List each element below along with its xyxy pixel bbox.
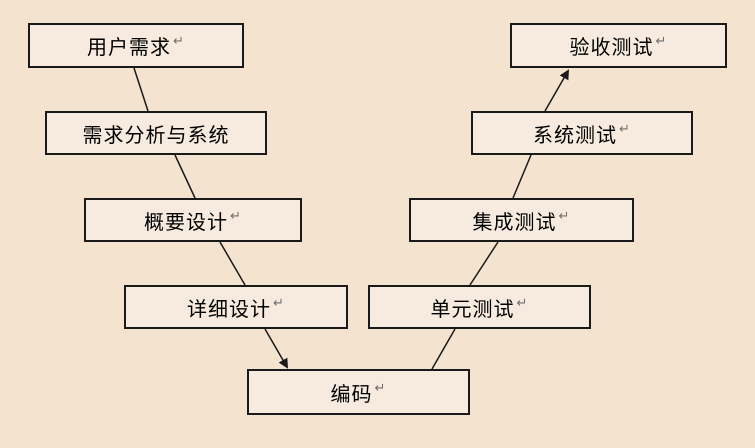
node-unit-test: 单元测试↵ (368, 285, 591, 329)
return-mark: ↵ (619, 121, 631, 137)
return-mark: ↵ (558, 208, 571, 224)
return-mark: ↵ (273, 295, 285, 311)
node-requirements-analysis: 需求分析与系统 (45, 111, 267, 155)
node-label: 编码 (330, 381, 373, 406)
connector-system-to-acceptance-arrow (544, 69, 569, 112)
node-label: 单元测试 (430, 296, 515, 321)
node-user-requirements: 用户需求↵ (28, 23, 244, 68)
connector-detail-to-code-arrow (264, 328, 289, 369)
connector-user-to-analysis (133, 67, 149, 112)
return-mark: ↵ (230, 208, 242, 224)
node-label: 概要设计 (144, 209, 229, 234)
node-label: 详细设计 (187, 296, 272, 321)
return-mark: ↵ (374, 380, 387, 396)
return-mark: ↵ (173, 34, 185, 49)
node-label: 验收测试 (569, 35, 654, 59)
node-label: 集成测试 (472, 209, 557, 234)
node-label: 用户需求 (87, 35, 172, 59)
node-integration-test: 集成测试↵ (409, 198, 634, 242)
node-outline-design: 概要设计↵ (84, 198, 302, 242)
return-mark: ↵ (655, 34, 668, 49)
node-label: 需求分析与系统 (82, 122, 230, 147)
node-label: 系统测试 (533, 122, 618, 147)
connector-code-to-unit (431, 328, 456, 370)
node-detailed-design: 详细设计↵ (124, 285, 348, 329)
connector-analysis-to-outline (174, 154, 196, 199)
node-acceptance-test: 验收测试↵ (510, 23, 727, 68)
connector-integration-to-system (512, 154, 532, 199)
return-mark: ↵ (516, 295, 529, 311)
connector-unit-to-integration (469, 241, 499, 286)
node-system-test: 系统测试↵ (471, 111, 693, 155)
node-coding: 编码↵ (247, 369, 470, 415)
connector-outline-to-detail (219, 241, 246, 286)
